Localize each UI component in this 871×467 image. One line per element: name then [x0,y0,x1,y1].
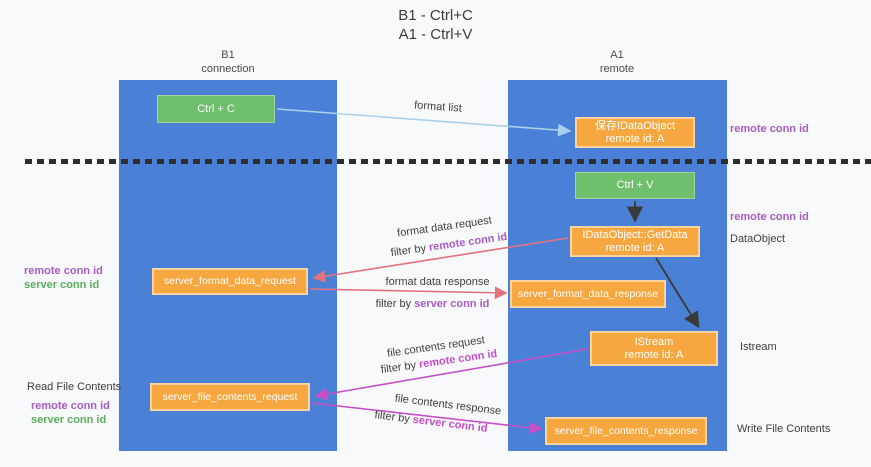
format-list-label: format list [413,99,463,115]
getdata-line2: remote id: A [605,241,665,254]
ctrl-v-label: Ctrl + V [616,179,654,191]
lane-header-a1: A1 remote [547,48,687,76]
idataobject-getdata-box: IDataObject::GetData remote id: A [570,226,700,257]
save-idataobject-line2: remote id: A [605,132,665,145]
server-conn-id-label-bottom-left: server conn id [31,414,107,426]
istream-side-label: Istream [740,341,777,353]
filter-by-text: filter by [380,358,420,377]
remote-conn-id-label-bottom-left: remote conn id [31,400,110,412]
getdata-line1: IDataObject::GetData [582,228,688,241]
istream-box: IStream remote id: A [590,331,718,366]
format-data-response-filter-label: filter by server conn id [375,298,490,310]
server-format-data-response-label: server_format_data_response [517,287,659,300]
format-data-response-label: format data response [385,276,490,288]
title-line-2: A1 - Ctrl+V [398,26,473,43]
server-file-contents-response-box: server_file_contents_response [545,417,707,445]
lane-b1-title: B1 [221,49,235,61]
lane-b1-subtitle: connection [201,63,255,75]
save-idataobject-line1: 保存IDataObject [594,119,676,132]
istream-line1: IStream [634,335,674,348]
filter-by-text: filter by [375,298,415,310]
server-format-data-request-box: server_format_data_request [152,268,308,295]
server-conn-id-text: server conn id [414,298,490,310]
ctrl-c-box: Ctrl + C [157,95,275,123]
remote-conn-id-text: remote conn id [428,230,508,254]
read-file-contents-label: Read File Contents [27,381,122,393]
server-format-data-response-box: server_format_data_response [510,280,666,308]
filter-by-text: filter by [373,409,414,426]
server-conn-id-label-left: server conn id [24,279,100,291]
diagram-title: B1 - Ctrl+C A1 - Ctrl+V [0,6,871,44]
server-conn-id-text: server conn id [412,413,489,435]
write-file-contents-label: Write File Contents [737,423,831,435]
istream-line2: remote id: A [624,348,684,361]
remote-conn-id-label-top-right: remote conn id [730,123,809,135]
remote-conn-id-label-right: remote conn id [730,211,809,223]
filter-by-text: filter by [390,241,430,260]
machine-boundary-dashed-line [25,159,871,164]
format-data-response-arrow [309,286,508,300]
dataobject-label: DataObject [730,233,786,245]
ctrl-c-label: Ctrl + C [197,102,235,115]
server-file-contents-response-label: server_file_contents_response [554,424,698,437]
server-format-data-request-label: server_format_data_request [164,275,296,287]
lane-header-b1: B1 connection [158,48,298,76]
remote-conn-id-label-left: remote conn id [24,265,103,277]
save-idataobject-box: 保存IDataObject remote id: A [575,117,695,148]
ctrl-v-box: Ctrl + V [575,172,695,199]
lane-a1-subtitle: remote [599,63,635,75]
lane-a1-title: A1 [610,49,624,61]
title-line-1: B1 - Ctrl+C [398,7,473,24]
server-file-contents-request-box: server_file_contents_request [150,383,310,411]
server-file-contents-request-label: server_file_contents_request [162,390,298,403]
